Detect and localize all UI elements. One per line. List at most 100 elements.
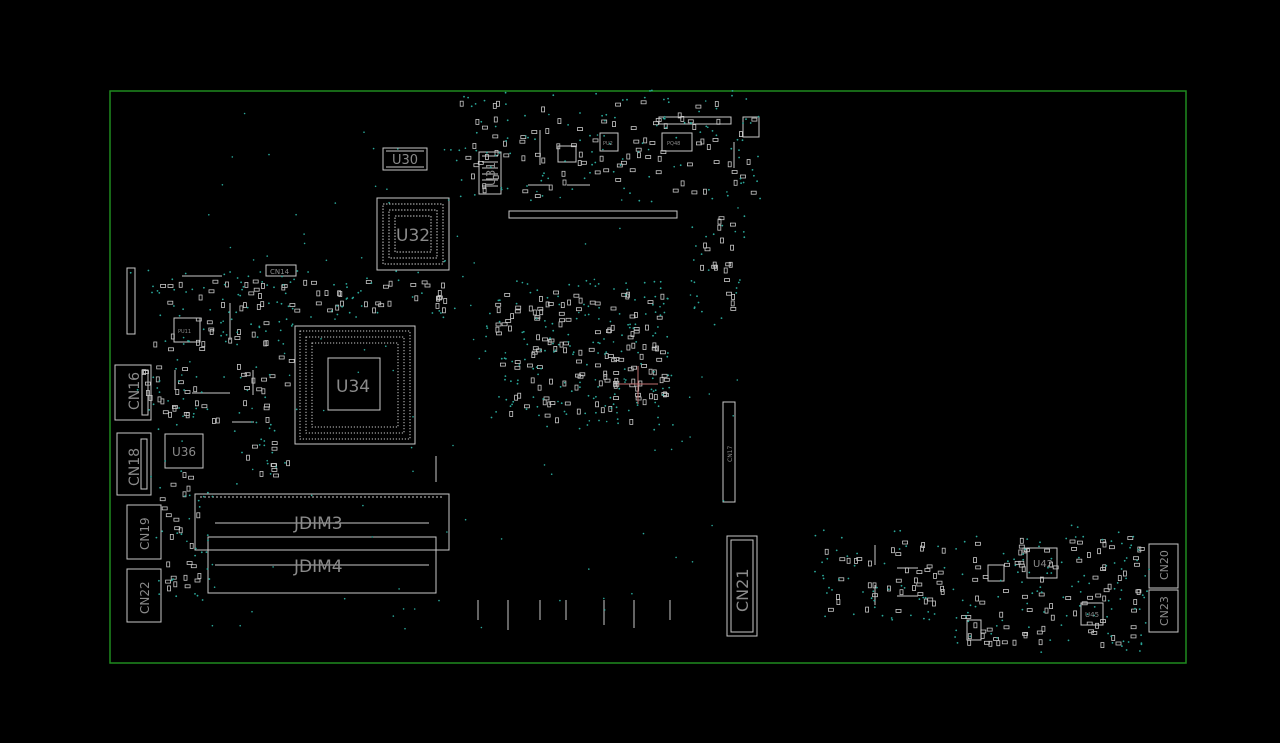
via (663, 98, 665, 101)
via (822, 529, 825, 532)
smd-pad (155, 376, 160, 383)
smd-pad (1088, 629, 1094, 634)
smd-pad (281, 284, 288, 288)
smd-pad (194, 578, 201, 583)
component-pu11[interactable] (173, 317, 201, 343)
via (1074, 536, 1077, 538)
via (259, 271, 262, 273)
smd-pad (746, 159, 751, 165)
component-jdim4[interactable] (207, 536, 437, 594)
via (1050, 572, 1053, 574)
via (202, 328, 205, 331)
via (182, 343, 185, 345)
component-cn18[interactable] (116, 432, 152, 496)
via (1088, 582, 1091, 585)
smd-pad (251, 444, 258, 449)
label-pu11: PU11 (178, 329, 191, 335)
via (699, 131, 702, 134)
smd-pad (259, 470, 264, 477)
smd-pad (1111, 635, 1116, 641)
via (376, 311, 379, 314)
smd-pad (153, 341, 158, 348)
via (362, 504, 364, 507)
via (541, 174, 544, 177)
via (352, 296, 355, 299)
via (927, 611, 930, 613)
via (862, 591, 864, 593)
via (504, 352, 507, 354)
component-cn21[interactable] (726, 535, 758, 637)
component-u31[interactable] (478, 151, 502, 195)
smd-pad (515, 305, 522, 310)
component-u32[interactable] (376, 197, 450, 271)
via (636, 401, 638, 404)
via (221, 298, 224, 301)
via (206, 534, 209, 536)
smd-pad (143, 370, 149, 375)
component-u34[interactable] (294, 325, 416, 445)
via (438, 599, 440, 602)
smd-pad (472, 143, 477, 149)
via (489, 166, 492, 169)
via (413, 608, 416, 610)
smd-pad (865, 606, 869, 613)
component-pu2[interactable] (599, 132, 619, 152)
smd-pad (482, 183, 487, 190)
bottom-vertical-pads (174, 130, 918, 630)
via (644, 313, 647, 315)
component-cn20[interactable] (1148, 543, 1179, 589)
smd-pad (640, 100, 647, 105)
via (954, 636, 956, 638)
via (250, 421, 253, 423)
component-u30[interactable] (382, 147, 428, 171)
via (147, 269, 150, 272)
via (963, 540, 966, 543)
component-u36[interactable] (164, 433, 204, 469)
smd-pad (365, 280, 372, 284)
component-cn22[interactable] (126, 568, 162, 623)
via (623, 187, 625, 190)
component-jdim3[interactable] (194, 493, 450, 551)
via (266, 284, 269, 286)
via (421, 292, 423, 294)
component-cn19[interactable] (126, 504, 162, 560)
via (1093, 606, 1096, 608)
smd-pad (975, 541, 981, 546)
via (1043, 611, 1045, 613)
smd-pad (504, 292, 511, 297)
via (150, 475, 152, 478)
component-pq48[interactable] (661, 132, 693, 152)
component-u42[interactable] (1026, 547, 1058, 579)
via (735, 287, 738, 289)
smd-pad (493, 116, 498, 123)
smd-pad (1130, 625, 1137, 630)
smd-pad (263, 406, 270, 411)
via (475, 131, 478, 134)
smd-pad (916, 570, 923, 574)
via (1047, 566, 1049, 569)
smd-pad (730, 222, 736, 227)
via (333, 283, 335, 286)
via (870, 597, 873, 600)
via (264, 396, 267, 399)
smd-pad (1019, 537, 1024, 544)
via (597, 352, 599, 354)
component-cn23[interactable] (1148, 589, 1179, 633)
component-cn17[interactable] (722, 401, 736, 503)
via (247, 275, 250, 278)
component-cn14[interactable] (265, 264, 297, 277)
via (557, 295, 559, 298)
via (151, 291, 153, 294)
smd-pad (241, 372, 247, 377)
via (295, 408, 298, 411)
via (618, 387, 621, 390)
via (620, 350, 623, 353)
smd-pad (933, 573, 937, 579)
smd-pad (531, 352, 536, 359)
smd-pad (536, 348, 542, 353)
smd-pad (528, 305, 533, 312)
via (737, 281, 740, 284)
via (129, 271, 132, 274)
smd-pad (382, 284, 389, 289)
